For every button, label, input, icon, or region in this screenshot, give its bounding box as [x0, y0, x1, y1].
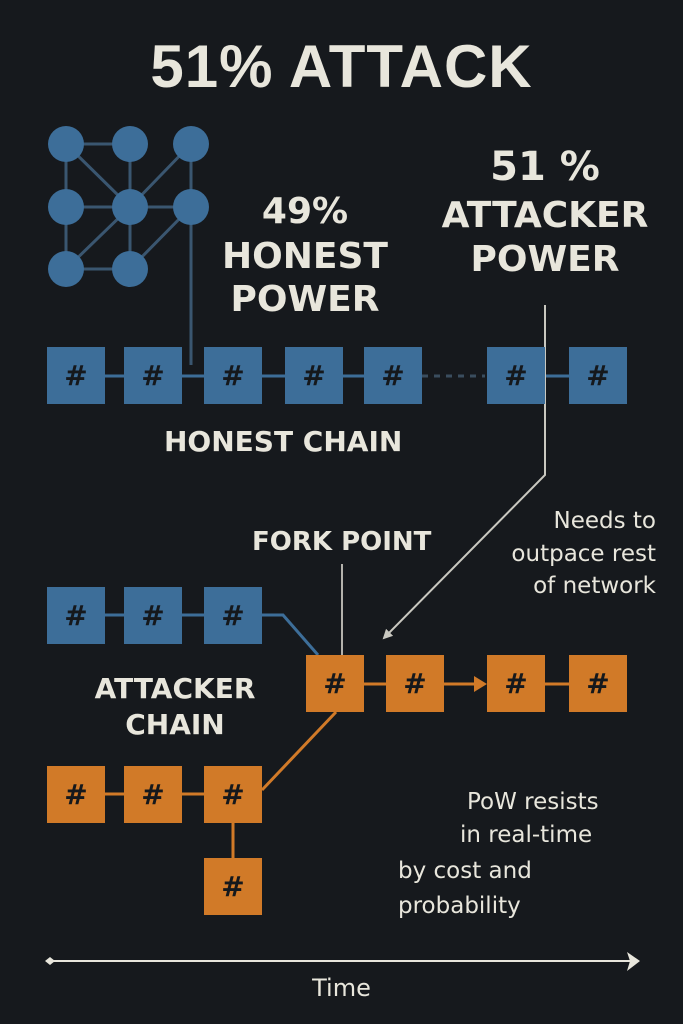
attacker-block: # — [204, 766, 262, 823]
block-rect — [204, 587, 262, 644]
hash-icon: # — [323, 667, 346, 700]
attacker-block: # — [204, 858, 262, 915]
hash-icon: # — [221, 599, 244, 632]
block-rect — [47, 587, 105, 644]
block-rect — [569, 347, 627, 404]
arrow-right-icon — [627, 952, 640, 971]
hash-icon: # — [141, 359, 164, 392]
network-node — [48, 126, 84, 162]
fork-point-label: FORK POINT — [252, 527, 432, 557]
attacker-block: # — [47, 766, 105, 823]
hash-icon: # — [141, 599, 164, 632]
hash-icon: # — [504, 667, 527, 700]
hash-icon: # — [586, 667, 609, 700]
honest-power-label-line2: POWER — [230, 279, 380, 320]
honest-power-percent: 49% — [261, 191, 349, 232]
block-rect — [204, 858, 262, 915]
block-rect — [386, 655, 444, 712]
hash-icon: # — [64, 359, 87, 392]
attacker-power-label-line1: ATTACKER — [441, 195, 649, 236]
honest-block: # — [204, 347, 262, 404]
block-rect — [124, 766, 182, 823]
hash-icon: # — [381, 359, 404, 392]
pow-note-line1: PoW resists — [467, 789, 599, 815]
block-rect — [204, 766, 262, 823]
hash-icon: # — [221, 778, 244, 811]
honest-block: # — [124, 347, 182, 404]
pow-note-line4: probability — [398, 893, 521, 919]
block-rect — [47, 766, 105, 823]
block-rect — [204, 347, 262, 404]
hash-icon: # — [64, 778, 87, 811]
attacker-chain-label-line1: ATTACKER — [94, 672, 256, 705]
attacker-block: # — [124, 766, 182, 823]
arrow-head-icon — [474, 676, 487, 692]
hash-icon: # — [221, 359, 244, 392]
network-node — [48, 189, 84, 225]
fork-point-block: # — [306, 655, 364, 712]
attacker-fork-link — [260, 710, 338, 792]
block-rect — [487, 655, 545, 712]
attacker-block: # — [386, 655, 444, 712]
network-node — [173, 189, 209, 225]
hash-icon: # — [504, 359, 527, 392]
fork-link — [262, 613, 320, 656]
hash-icon: # — [586, 359, 609, 392]
attacker-block: # — [487, 655, 545, 712]
block-rect — [569, 655, 627, 712]
pre-fork-block: # — [204, 587, 262, 644]
pow-note-line3: by cost and — [398, 858, 532, 884]
block-rect — [285, 347, 343, 404]
time-axis-label: Time — [312, 974, 371, 1002]
hash-icon: # — [302, 359, 325, 392]
block-rect — [124, 587, 182, 644]
network-node — [173, 126, 209, 162]
pow-note-line2: in real-time — [460, 822, 593, 848]
outpace-note-line3: of network — [533, 573, 656, 599]
attacker-power-label-line2: POWER — [470, 239, 620, 280]
honest-block: # — [569, 347, 627, 404]
outpace-note-line1: Needs to — [553, 508, 657, 534]
hash-icon: # — [64, 599, 87, 632]
attacker-power-percent: 51 % — [490, 144, 600, 190]
axis-start-icon — [45, 957, 55, 965]
honest-block: # — [285, 347, 343, 404]
hash-icon: # — [403, 667, 426, 700]
block-rect — [487, 347, 545, 404]
network-node — [48, 251, 84, 287]
block-rect — [364, 347, 422, 404]
block-rect — [47, 347, 105, 404]
network-node — [112, 126, 148, 162]
hash-icon: # — [141, 778, 164, 811]
honest-chain-label: HONEST CHAIN — [164, 425, 403, 458]
page-title: 51% ATTACK — [150, 33, 533, 100]
network-node — [112, 189, 148, 225]
attacker-chain-label-line2: CHAIN — [125, 708, 225, 741]
pre-fork-block: # — [124, 587, 182, 644]
honest-block: # — [487, 347, 545, 404]
pre-fork-block: # — [47, 587, 105, 644]
outpace-note-line2: outpace rest — [511, 541, 656, 567]
honest-power-label-line1: HONEST — [222, 236, 388, 277]
honest-block: # — [47, 347, 105, 404]
attacker-block: # — [569, 655, 627, 712]
honest-block: # — [364, 347, 422, 404]
network-node — [112, 251, 148, 287]
block-rect — [124, 347, 182, 404]
block-rect — [306, 655, 364, 712]
hash-icon: # — [221, 870, 244, 903]
